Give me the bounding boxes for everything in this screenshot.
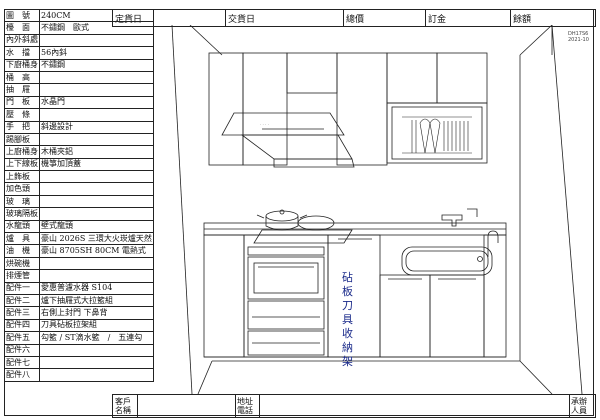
handler-label: 承辦 人員 [571, 395, 587, 417]
spec-label: 上飾板 [4, 170, 40, 184]
spec-label: 玻 璃 [4, 194, 40, 209]
kitchen-elevation-drawing: · · · · [171, 25, 589, 394]
spec-row: 爐 具豪山 2026S 三環大火崁爐天然 [4, 232, 154, 246]
spec-value[interactable] [39, 132, 154, 147]
customer-info-bar: 客戶 名稱 地址 電話 承辦 人員 [112, 394, 596, 418]
address-phone-label: 地址 電話 [237, 395, 253, 417]
spec-row: 檯 面不鏽鋼 歐式 [4, 21, 154, 35]
spec-label: 配件七 [4, 355, 40, 370]
spec-label: 圖 號 [4, 8, 40, 23]
spec-row: 排煙管 [4, 269, 154, 283]
spec-row: 內外斜處 [4, 33, 154, 48]
spec-label: 檯 面 [4, 21, 40, 35]
spec-row: 配件五勾籃 / ST滴水籃 / 五連勾 [4, 331, 154, 345]
spec-value[interactable] [39, 33, 154, 48]
spec-value[interactable] [39, 194, 154, 209]
address-label-line1: 地址 [237, 397, 253, 406]
spec-row: 配件二爐下抽屜式大拉籃組 [4, 293, 154, 308]
balance-field[interactable]: 餘額 [511, 10, 593, 26]
spec-row: 下廚桶身不鏽鋼 [4, 58, 154, 72]
spec-label: 加色頭 [4, 182, 40, 196]
spec-value[interactable]: 不鏽鋼 歐式 [39, 21, 154, 35]
spec-label: 配件五 [4, 331, 40, 345]
customer-label-line1: 客戶 [115, 397, 131, 406]
spec-value[interactable]: 壁式龍頭 [39, 219, 154, 234]
spec-row: 玻璃隔板 [4, 207, 154, 221]
spec-label: 配件四 [4, 318, 40, 333]
spec-label: 壓 條 [4, 108, 40, 122]
spec-label: 抽 屜 [4, 83, 40, 97]
spec-label: 配件三 [4, 306, 40, 320]
spec-label: 爐 具 [4, 232, 40, 246]
annotation-char-2: 刀 [342, 299, 353, 312]
spec-label: 桶 高 [4, 70, 40, 85]
spec-row: 配件八 [4, 368, 154, 382]
customer-name-label: 客戶 名稱 [115, 395, 131, 417]
spec-value[interactable] [39, 182, 154, 196]
spec-value[interactable] [39, 207, 154, 221]
delivery-date-field[interactable]: 交貨日 [226, 10, 344, 26]
spec-value[interactable]: 斜邊設計 [39, 120, 154, 134]
spec-row: 玻 璃 [4, 194, 154, 209]
drawing-code-1: DH17S6 [568, 31, 588, 37]
deposit-field[interactable]: 訂金 [426, 10, 511, 26]
spec-row: 配件三右側上封門 下鼻背 [4, 306, 154, 320]
spec-label: 油 機 [4, 244, 40, 258]
spec-row: 水龍頭壁式龍頭 [4, 219, 154, 234]
spec-label: 踢腳板 [4, 132, 40, 147]
spec-value[interactable] [39, 368, 154, 382]
spec-row: 上下線板機箏加頂蓋 [4, 157, 154, 172]
spec-row: 壓 條 [4, 108, 154, 122]
delivery-date-label: 交貨日 [228, 14, 256, 25]
spec-row: 加色頭 [4, 182, 154, 196]
total-price-field[interactable]: 總價 [344, 10, 426, 26]
spec-row: 手 把斜邊設計 [4, 120, 154, 134]
spec-label: 排煙管 [4, 269, 40, 283]
spec-row: 油 機豪山 8705SH 80CM 電熱式 [4, 244, 154, 258]
spec-value[interactable]: 240CM [39, 8, 154, 23]
spec-value[interactable]: 豪山 2026S 三環大火崁爐天然 [39, 232, 154, 246]
annotation-char-0: 砧 [342, 270, 353, 284]
spec-label: 上下線板 [4, 157, 40, 172]
spec-label: 配件八 [4, 368, 40, 382]
spec-label: 下廚桶身 [4, 58, 40, 72]
spec-row: 上飾板 [4, 170, 154, 184]
deposit-label: 訂金 [428, 14, 447, 25]
spec-value[interactable] [39, 170, 154, 184]
handler-label-line1: 承辦 [571, 397, 587, 406]
spec-label: 配件二 [4, 293, 40, 308]
annotation-char-3: 具 [342, 313, 353, 326]
annotation-char-1: 板 [342, 284, 353, 298]
spec-value[interactable]: 56內鈄 [39, 46, 154, 60]
spec-row: 踢腳板 [4, 132, 154, 147]
spec-label: 門 板 [4, 95, 40, 110]
spec-label: 水 擋 [4, 46, 40, 60]
spec-value[interactable]: 木桶夾鋁 [39, 145, 154, 159]
annotation-char-6: 架 [342, 355, 353, 368]
spec-label: 上廚桶身 [4, 145, 40, 159]
customer-label-line2: 名稱 [115, 406, 131, 415]
spec-label: 配件六 [4, 343, 40, 357]
spec-label: 烘碗機 [4, 256, 40, 271]
drawing-code-2: 2021-10 [568, 37, 589, 43]
svg-text:· · · ·: · · · · [260, 122, 269, 127]
spec-value[interactable]: 機箏加頂蓋 [39, 157, 154, 172]
spec-label: 水龍頭 [4, 219, 40, 234]
annotation-char-5: 納 [342, 341, 353, 354]
address-label-line2: 電話 [237, 406, 253, 415]
spec-label: 玻璃隔板 [4, 207, 40, 221]
spec-label: 手 把 [4, 120, 40, 134]
handler-label-line2: 人員 [571, 406, 587, 415]
spec-label: 配件一 [4, 281, 40, 296]
balance-label: 餘額 [513, 14, 532, 25]
annotation-char-4: 收 [342, 326, 353, 340]
spec-label: 內外斜處 [4, 33, 40, 48]
spec-row: 上廚桶身木桶夾鋁 [4, 145, 154, 159]
total-price-label: 總價 [346, 14, 365, 25]
